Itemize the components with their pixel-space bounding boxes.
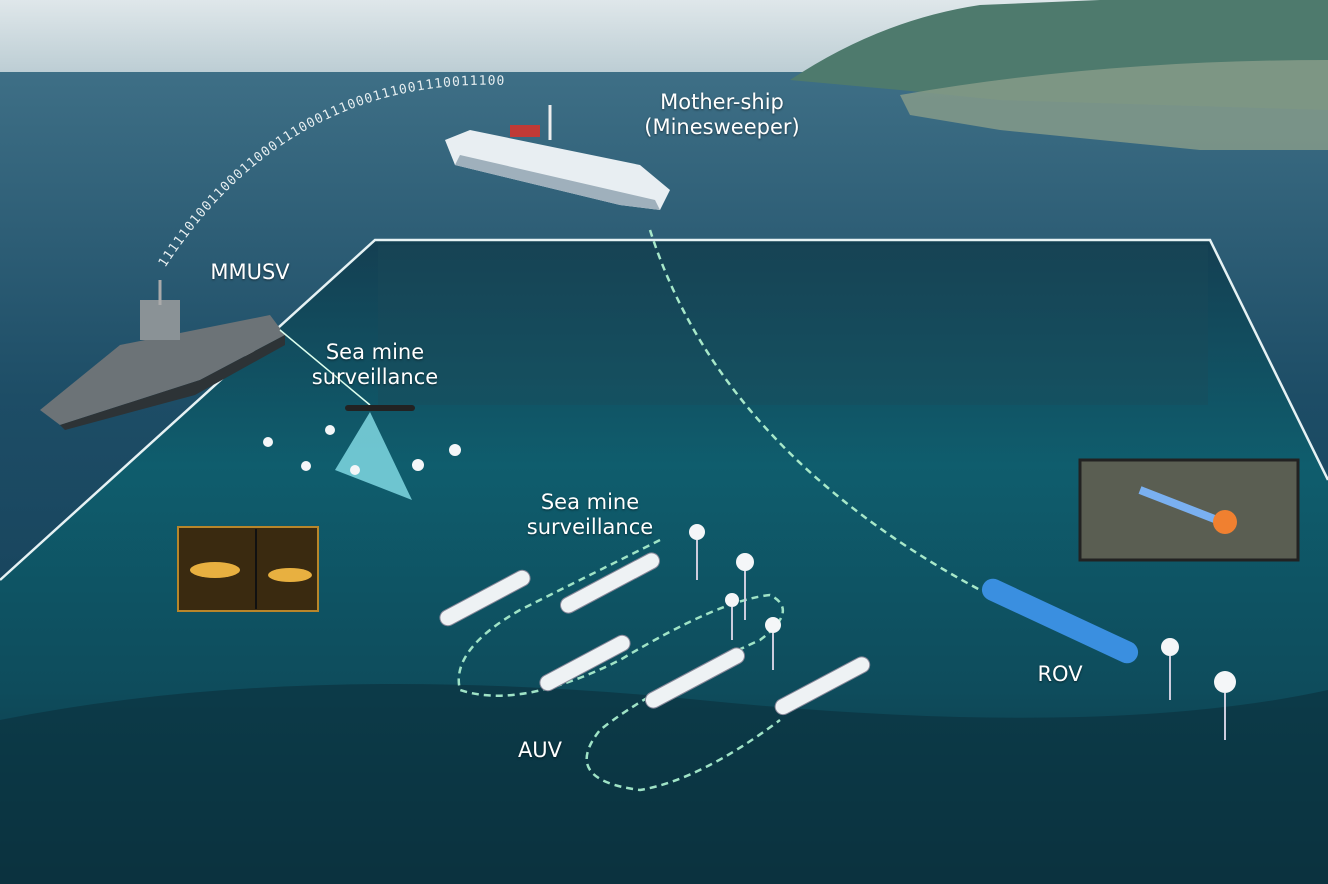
label-line: surveillance xyxy=(526,515,654,539)
auv-vehicle xyxy=(774,656,871,716)
label-line: Sea mine xyxy=(325,340,425,364)
rov-vehicle xyxy=(981,578,1139,664)
mother-ship-title: Mother-ship xyxy=(660,90,784,114)
coastline-town xyxy=(900,60,1328,150)
back-wall xyxy=(378,245,1208,405)
auv-vehicle xyxy=(560,552,660,614)
auv-label: AUV xyxy=(517,738,563,762)
mmusv-label: MMUSV xyxy=(210,260,290,284)
mmusv-vessel xyxy=(40,280,285,430)
auv-vehicle xyxy=(439,569,531,627)
label-line: surveillance xyxy=(311,365,439,389)
rov-label: ROV xyxy=(1037,662,1083,686)
sonar-image-inset xyxy=(177,526,319,612)
auv-search-path xyxy=(457,538,785,792)
tow-cable xyxy=(279,329,371,406)
sea-mine-surveillance-label-2: Sea mine surveillance xyxy=(505,490,675,540)
minesweeper-ship xyxy=(445,105,670,210)
sea-mines xyxy=(263,425,1236,740)
tether-line xyxy=(648,229,981,592)
sea-mine-surveillance-label-1: Sea mine surveillance xyxy=(290,340,460,390)
towed-sonar xyxy=(345,405,415,411)
volume-outline xyxy=(0,238,1328,581)
rov-photo-inset xyxy=(1078,458,1300,562)
mother-ship-subtitle: (Minesweeper) xyxy=(644,115,800,139)
sonar-beam xyxy=(335,412,412,500)
auv-vehicle xyxy=(645,647,745,709)
mother-ship-label: Mother-ship (Minesweeper) xyxy=(612,90,832,140)
label-line: Sea mine xyxy=(540,490,640,514)
auv-vehicle xyxy=(539,634,631,692)
